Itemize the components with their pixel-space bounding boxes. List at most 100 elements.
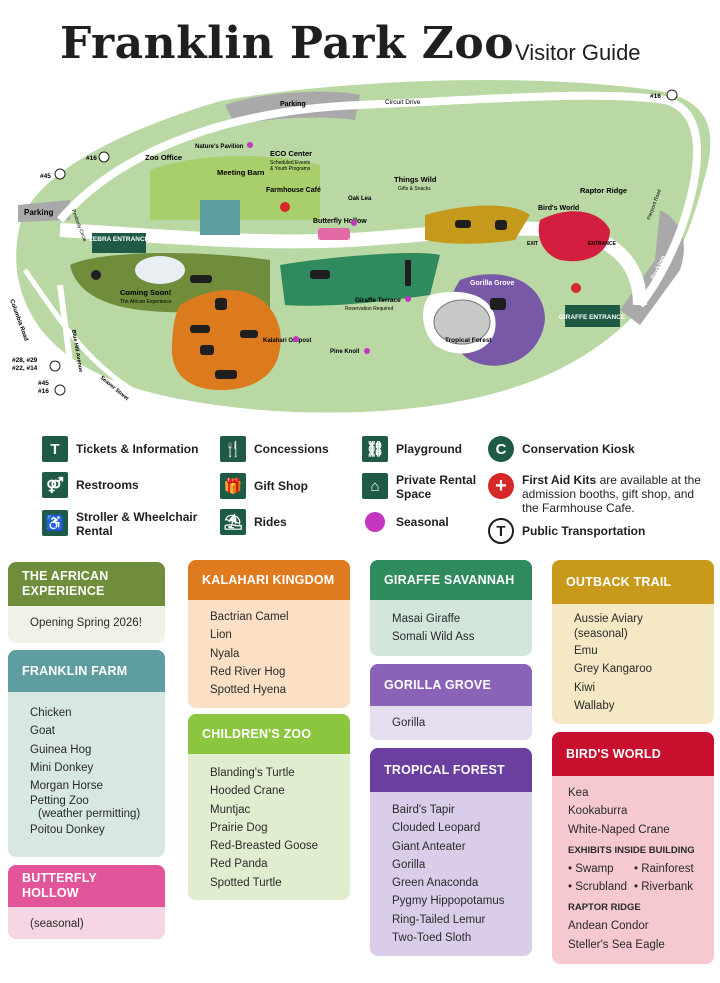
list-item: • Rainforest [634,862,694,875]
seasonal-dot [364,348,370,354]
list-item: Kea [568,787,589,799]
list-item: Petting Zoo [30,795,89,808]
kalahari-area [171,290,281,390]
list-item: (weather permitting) [38,808,141,821]
parking-left-area [18,200,70,222]
list-item: Hooded Crane [210,785,285,798]
list-item: Nyala [210,647,240,660]
list-item: Gorilla [392,858,426,871]
card-butterfly: Butterfly Hollow (seasonal) [8,865,165,939]
giraffe-entrance-sign [565,305,620,327]
oak-lea-label: Oak Lea [348,196,372,202]
list-item: Kookaburra [568,805,628,818]
transport-icon [98,151,110,163]
list-item: Morgan Horse [30,780,103,793]
card-children-title: Children's Zoo [188,714,350,754]
outback-area [425,205,530,244]
main-path [59,221,647,306]
list-item: (seasonal) [574,628,628,640]
raptor-ridge-label: Raptor Ridge [580,186,627,195]
list-item: Pygmy Hippopotamus [392,895,505,908]
list-item: Green Anaconda [392,877,479,890]
zebra-entrance-sign [92,233,146,253]
reservation-label: Reservation Required [345,306,394,312]
legend-first-aid: + First Aid Kits are available at the ad… [488,473,702,515]
birds-world-label: Bird's World [538,205,579,212]
seasonal-dot [351,220,357,226]
bus-stop-16c: #16 [38,388,49,395]
things-wild-sub: Gifts & Snacks [398,186,431,192]
list-item: Red-Breasted Goose [210,840,319,853]
transport-icon [666,89,678,101]
list-item: Goat [30,725,55,738]
tropical-forest-dome [433,299,491,345]
zebra-entrance-label: ZEBRA ENTRANCE [89,236,150,243]
seasonal-dot [247,142,253,148]
legend-rides-label: Rides [254,515,287,529]
list-item: Andean Condor [568,920,649,933]
card-savannah-title: Giraffe Savannah [370,560,532,600]
legend-tickets: T Tickets & Information [42,436,198,462]
eco-center-label: ECO Center [270,149,312,158]
list-item: Poitou Donkey [30,824,105,837]
card-kalahari: Kalahari Kingdom Bactrian Camel Lion Nya… [188,560,350,708]
list-item: Baird's Tapir [392,804,455,816]
legend-rental-label: Private Rental Space [396,473,477,501]
meeting-barn-label: Meeting Barn [217,168,265,177]
rental-space-icon: ⌂ [362,473,388,499]
exit-label: EXIT [527,241,538,247]
list-item: Somali Wild Ass [392,631,475,644]
list-item: Gorilla [392,717,426,729]
list-item: Ring-Tailed Lemur [392,913,486,926]
card-african: The African Experience Opening Spring 20… [8,562,165,643]
zoo-office-label: Zoo Office [145,153,182,162]
giraffe-terrace-label: Giraffe Terrace [355,297,401,304]
list-item: Masai Giraffe [392,613,461,625]
list-item: Emu [574,645,598,657]
circuit-drive-label: Circuit Drive [385,99,421,106]
legend-playground-label: Playground [396,442,463,456]
legend-rental: ⌂ Private Rental Space [362,473,486,501]
african-experience-label: The African Experience [120,299,172,305]
list-item: • Swamp [568,862,614,875]
list-item: Red Panda [210,858,268,871]
bus-stop-16: #16 [86,155,97,162]
list-item: (seasonal) [30,918,84,930]
card-kalahari-title: Kalahari Kingdom [188,560,350,600]
card-savannah: Giraffe Savannah Masai Giraffe Somali Wi… [370,560,532,656]
card-outback-title: Outback Trail [552,560,714,604]
card-butterfly-title: Butterfly Hollow [8,865,165,907]
card-birds-title: Bird's World [552,732,714,776]
playground-icon: ⛓ [362,436,388,462]
childrens-zoo-area [150,155,320,220]
seasonal-dot [293,336,299,342]
list-item: Aussie Aviary [574,613,643,625]
card-african-title: The African Experience [8,562,165,606]
list-item: Spotted Turtle [210,876,282,889]
list-item: Guinea Hog [30,743,92,756]
natures-pavilion-label: Nature's Pavilion [195,144,244,150]
card-gorilla: Gorilla Grove Gorilla [370,664,532,740]
legend-seasonal-label: Seasonal [396,515,449,529]
legend-conservation-label: Conservation Kiosk [522,442,635,456]
bus-stop-45b: #45 [38,380,49,387]
legend-concessions: 🍴 Concessions [220,436,329,462]
birds-inside-heading: Exhibits Inside Building [568,844,695,856]
public-transport-icon: T [488,518,514,544]
legend-transport: T Public Transportation [488,518,645,544]
parking-top-label: Parking [280,101,306,108]
transport-icon [49,360,61,372]
pine-knoll-label: Pine Knoll [330,349,360,355]
list-item: Spotted Hyena [210,684,287,697]
list-item: Prairie Dog [210,821,268,834]
legend-stroller-label: Stroller & Wheelchair Rental [76,510,198,538]
legend-restrooms: ⚤ Restrooms [42,472,139,498]
list-item: Red River Hog [210,665,286,678]
list-item: White-Naped Crane [568,823,670,836]
parking-left-label: Parking [24,208,53,217]
list-item: • Riverbank [634,881,693,894]
card-farm: Franklin Farm Chicken Goat Guinea Hog Mi… [8,650,165,857]
page-title: Franklin Park Zoo [60,18,515,69]
card-tropical: Tropical Forest Baird's Tapir Clouded Le… [370,748,532,956]
first-aid-legend-icon: + [488,473,514,499]
